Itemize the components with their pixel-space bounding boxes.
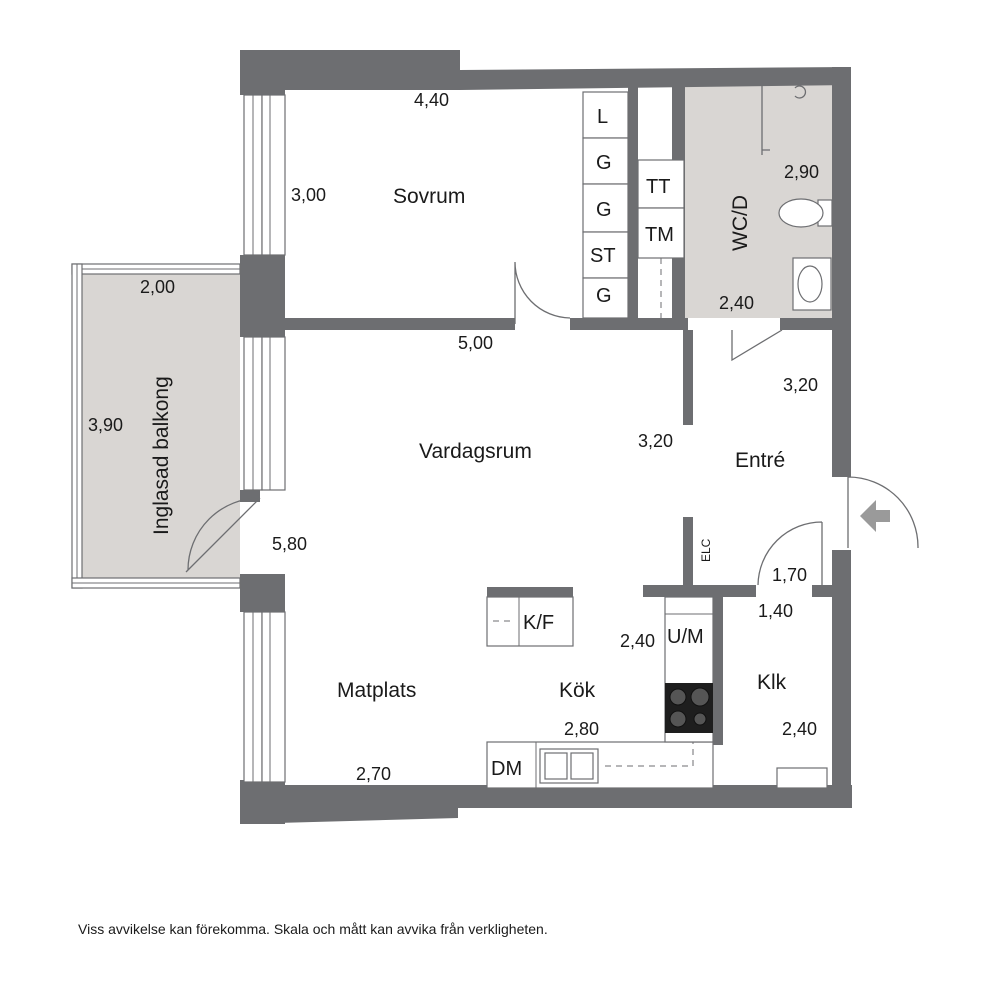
dim-wc-height: 2,40 [719,293,754,313]
room-wc: WC/D [729,195,752,251]
dim-vardagsrum-height: 5,80 [272,534,307,554]
label-wardrobe-g2: G [596,199,612,221]
dim-kok-length: 2,80 [564,719,599,739]
room-kok: Kök [559,679,596,702]
washbasin-icon [792,257,832,311]
shower-icon [761,85,807,155]
dim-entre-width: 3,20 [638,431,673,451]
room-entre: Entré [735,449,785,472]
room-vardagsrum: Vardagsrum [419,440,532,463]
wardrobes [582,91,685,319]
label-kf: K/F [523,612,554,634]
balcony-floor [80,272,240,582]
sink-icon [539,748,599,784]
dim-kok-depth: 2,40 [620,631,655,651]
room-klk: Klk [757,671,787,694]
label-wardrobe-l: L [597,106,608,128]
doors [185,261,919,586]
dim-balkong-height: 3,90 [88,415,123,435]
interior-walls [285,85,832,745]
label-wardrobe-g1: G [596,152,612,174]
bathroom-fixtures [761,85,833,311]
label-dm: DM [491,758,522,780]
dim-sovrum-height: 3,00 [291,185,326,205]
dim-matplats-width: 2,70 [356,764,391,784]
room-matplats: Matplats [337,679,416,702]
room-sovrum: Sovrum [393,185,465,208]
dim-wc-width: 2,90 [784,162,819,182]
label-tt: TT [646,176,670,198]
label-wardrobe-st: ST [590,245,616,267]
room-balkong: Inglasad balkong [150,376,173,535]
dim-klk-width: 1,40 [758,601,793,621]
dim-vardagsrum-width: 5,00 [458,333,493,353]
label-elc: ELC [699,538,713,562]
exterior-walls [240,50,852,824]
dim-balkong-width: 2,00 [140,277,175,297]
toilet-icon [778,198,833,228]
disclaimer-text: Viss avvikelse kan förekomma. Skala och … [78,921,548,937]
kitchen-fixtures [486,587,828,789]
stove-icon [665,683,713,733]
entrance-arrow-icon [860,500,890,532]
label-um: U/M [667,626,704,648]
dim-sovrum-width: 4,40 [414,90,449,110]
windows [71,94,286,783]
dim-klk-height: 2,40 [782,719,817,739]
label-wardrobe-g3: G [596,285,612,307]
dim-hall-width: 1,70 [772,565,807,585]
dim-entre-height: 3,20 [783,375,818,395]
label-tm: TM [645,224,674,246]
